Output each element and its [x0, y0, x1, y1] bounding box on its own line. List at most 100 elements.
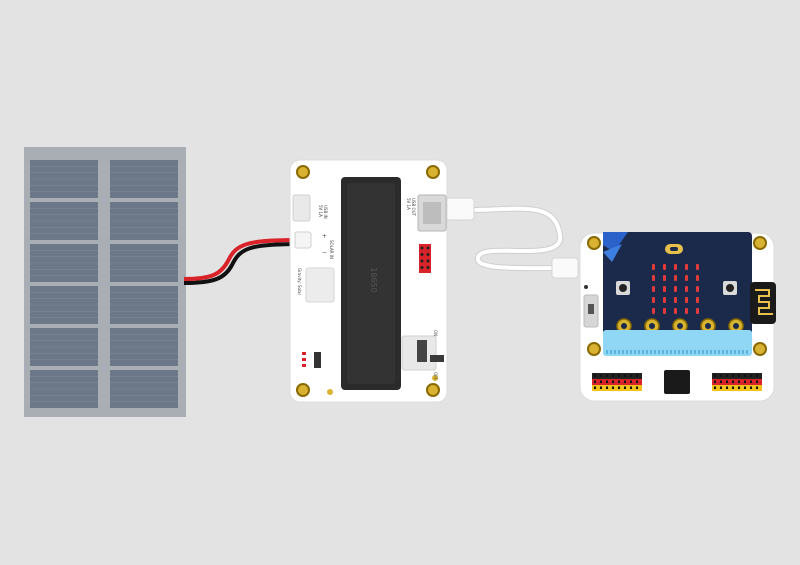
- header-row: [592, 373, 642, 379]
- header-hole: [714, 374, 716, 377]
- led: [652, 275, 655, 281]
- header-hole: [750, 386, 752, 389]
- mount-hole-small: [432, 375, 438, 381]
- led: [663, 297, 666, 303]
- battery: [347, 183, 395, 384]
- header-hole: [630, 380, 632, 383]
- button-b-cap[interactable]: [726, 284, 734, 292]
- header-hole: [744, 374, 746, 377]
- led-matrix: [652, 264, 699, 314]
- header-row: [592, 379, 642, 385]
- led: [652, 286, 655, 292]
- usb-in-spec: 5V 1A: [318, 205, 323, 217]
- header-hole: [738, 380, 740, 383]
- header-hole: [594, 374, 596, 377]
- pin-hole: [420, 259, 424, 263]
- edge-pin: [630, 350, 632, 354]
- microbit-pcb: [603, 232, 752, 335]
- led: [696, 275, 699, 281]
- header-hole: [624, 380, 626, 383]
- header-hole: [600, 374, 602, 377]
- edge-pin: [670, 350, 672, 354]
- edge-pin: [626, 350, 628, 354]
- pin-hole: [426, 253, 430, 256]
- edge-pin: [734, 350, 736, 354]
- led: [663, 286, 666, 292]
- header-hole: [606, 380, 608, 383]
- button-a-cap[interactable]: [619, 284, 627, 292]
- edge-pin: [706, 350, 708, 354]
- antenna-icon: [755, 289, 773, 315]
- switch-off-label: OFF: [433, 372, 438, 380]
- led: [685, 297, 688, 303]
- edge-pads: [616, 318, 744, 334]
- edge-pin: [726, 350, 728, 354]
- led: [685, 275, 688, 281]
- switch-on-label: ON: [433, 330, 438, 336]
- header-hole: [756, 374, 758, 377]
- led: [685, 264, 688, 270]
- edge-connector-pins: [606, 350, 748, 354]
- header-hole: [600, 386, 602, 389]
- header-hole: [636, 386, 638, 389]
- mount-hole-small: [584, 285, 588, 289]
- gold-pad-hole: [705, 323, 711, 329]
- edge-pin: [714, 350, 716, 354]
- minus-sign: −: [322, 249, 327, 256]
- power-switch-slider[interactable]: [417, 340, 427, 362]
- mount-hole: [296, 383, 310, 397]
- led: [674, 286, 677, 292]
- pin-hole: [426, 246, 430, 250]
- solar-panel: [24, 147, 186, 417]
- solar-in-connector: [294, 231, 312, 249]
- edge-pin: [646, 350, 648, 354]
- board-switch-knob[interactable]: [588, 304, 594, 314]
- led: [674, 275, 677, 281]
- led: [696, 286, 699, 292]
- gold-pad-hole: [649, 323, 655, 329]
- usb-plug-a: [445, 197, 475, 221]
- edge-pin: [702, 350, 704, 354]
- mount-hole: [426, 165, 440, 179]
- header-hole: [612, 374, 614, 377]
- header-hole: [630, 374, 632, 377]
- header-hole: [732, 374, 734, 377]
- edge-pin: [642, 350, 644, 354]
- header-hole: [744, 380, 746, 383]
- edge-pin: [674, 350, 676, 354]
- mount-hole: [426, 383, 440, 397]
- edge-connector: [603, 330, 752, 356]
- header-hole: [750, 380, 752, 383]
- battery-label: 18650: [369, 267, 378, 292]
- header-hole: [630, 386, 632, 389]
- header-hole: [738, 386, 740, 389]
- power-switch-lever[interactable]: [430, 355, 444, 362]
- header-hole: [720, 380, 722, 383]
- microphone-hole: [670, 247, 678, 251]
- header-hole: [618, 374, 620, 377]
- usb-plug-micro: [551, 257, 579, 279]
- led: [685, 286, 688, 292]
- led: [674, 297, 677, 303]
- edge-pin: [738, 350, 740, 354]
- mount-hole: [587, 236, 601, 250]
- edge-pin: [638, 350, 640, 354]
- solar-cable: [183, 238, 301, 285]
- microbit-corner-decoration: [603, 244, 622, 262]
- header-hole: [744, 386, 746, 389]
- pin-hole: [420, 246, 424, 250]
- edge-pin: [678, 350, 680, 354]
- pin-hole: [426, 259, 430, 263]
- mount-hole: [587, 342, 601, 356]
- header-hole: [624, 386, 626, 389]
- led: [652, 264, 655, 270]
- header-hole: [726, 386, 728, 389]
- plus-sign: +: [322, 233, 327, 240]
- header-row: [712, 379, 762, 385]
- edge-pin: [718, 350, 720, 354]
- edge-pin: [730, 350, 732, 354]
- led: [663, 264, 666, 270]
- gold-pad-hole: [733, 323, 739, 329]
- edge-pin: [722, 350, 724, 354]
